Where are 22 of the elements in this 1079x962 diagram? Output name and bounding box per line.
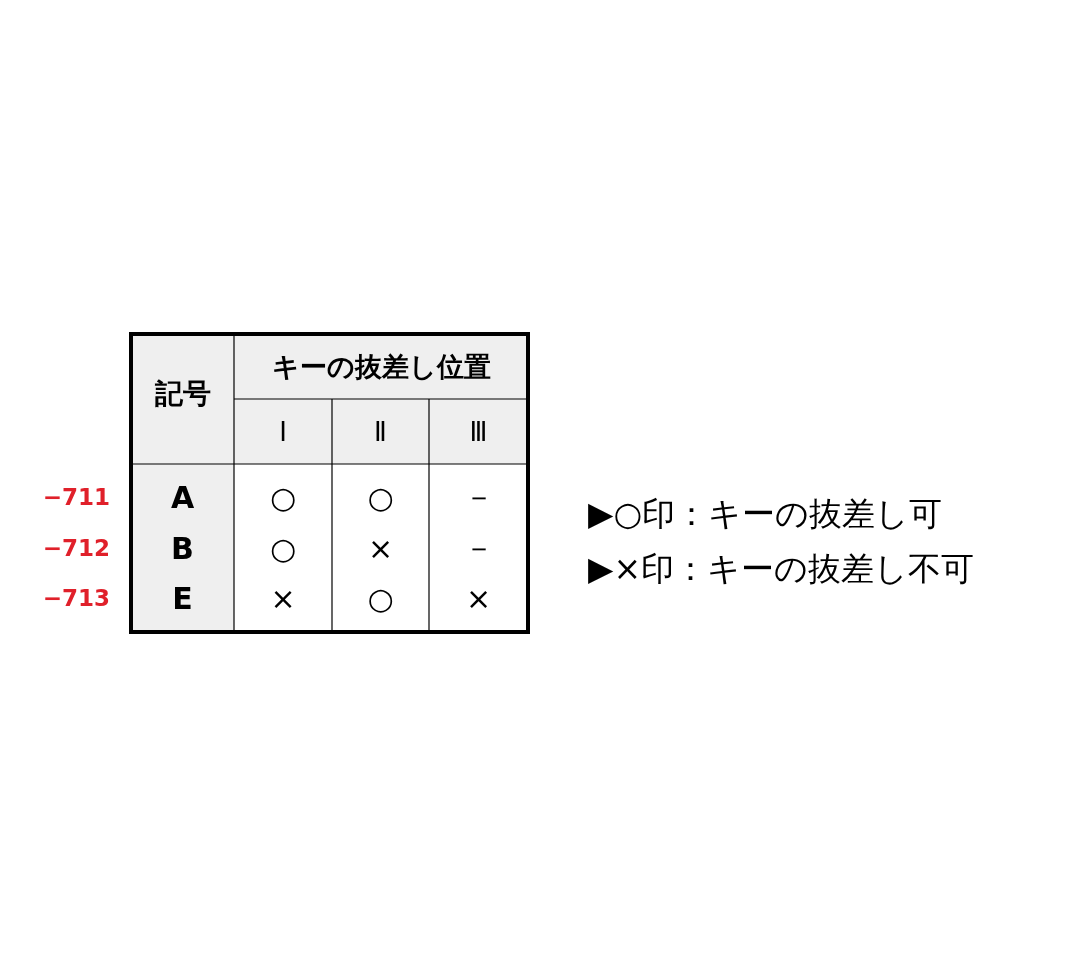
column-header: Ⅰ xyxy=(278,415,288,449)
table-cell-text: × xyxy=(366,529,395,568)
table-cell-text: × xyxy=(464,579,493,618)
row-code: −711 xyxy=(41,483,110,512)
table-cell-text: － xyxy=(462,528,495,567)
column-header: Ⅱ xyxy=(373,415,388,449)
table-cell-text: × xyxy=(269,579,297,618)
row-code: −713 xyxy=(41,584,110,613)
table-cell-text: － xyxy=(462,477,495,516)
legend-note: ▶×印：キーの抜差し不可 xyxy=(588,547,976,590)
table-header: 記号 xyxy=(153,376,212,412)
row-symbol: B xyxy=(170,529,195,568)
table-cell-text: ○ xyxy=(366,478,395,517)
row-code: −712 xyxy=(41,534,110,563)
row-symbol: E xyxy=(171,579,194,618)
row-symbol: A xyxy=(169,478,196,517)
table-header: キーの抜差し位置 xyxy=(270,349,492,384)
table-cell-text: ○ xyxy=(366,579,395,618)
table-cell-text: ○ xyxy=(268,478,298,517)
table-cell-text: ○ xyxy=(268,529,298,568)
column-header: Ⅲ xyxy=(468,415,489,449)
legend-note: ▶○印：キーの抜差し可 xyxy=(588,492,944,535)
